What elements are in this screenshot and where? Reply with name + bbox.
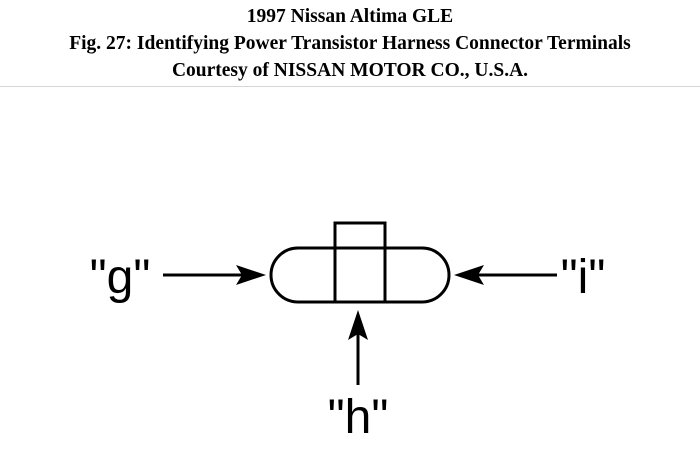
courtesy-line: Courtesy of NISSAN MOTOR CO., U.S.A. [171,60,529,81]
header-divider [0,86,700,87]
figure-caption: Fig. 27: Identifying Power Transistor Ha… [69,33,631,54]
figure-header: 1997 Nissan Altima GLE Fig. 27: Identify… [0,0,700,88]
arrow-i [454,265,557,285]
connector-body [269,246,451,304]
label-i: "i" [561,251,606,304]
connector-lock-tab [333,221,387,250]
label-h: "h" [328,391,389,444]
arrow-g [163,265,266,285]
label-g: "g" [90,251,151,304]
arrow-h [348,310,368,385]
vehicle-title: 1997 Nissan Altima GLE [246,6,454,27]
